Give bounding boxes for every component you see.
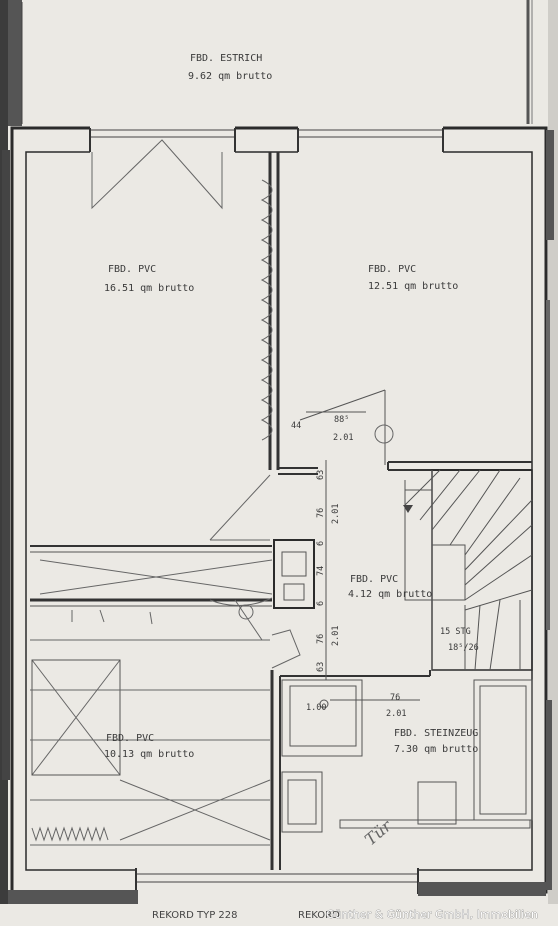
dim-v-201-b: 2.01 [331,626,341,646]
room-area-bath: 7.30 qm brutto [394,744,478,755]
bath-fixtures [281,679,533,833]
watermark-text: Günther & Günther GmbH, Immobilien [326,908,538,921]
room-name-hall: FBD. PVC [350,574,398,585]
room-area-left-lower: 10.13 qm brutto [104,749,194,760]
upper-partition [260,152,318,475]
room-area-estrich: 9.62 qm brutto [188,71,272,82]
room-name-left-lower: FBD. PVC [106,733,154,744]
window-sketch [91,139,223,210]
dim-v-76-a: 76 [316,508,326,518]
dim-v-74: 74 [316,566,326,576]
lower-walls [234,599,431,870]
dim-v-6-a: 6 [316,541,326,546]
dim-door-upper-width: 88⁵ [334,415,349,425]
dimension-lines [306,411,420,701]
dim-v-6-b: 6 [316,601,326,606]
shaft [273,539,315,609]
room-name-bath: FBD. STEINZEUG [394,728,478,739]
dim-door-upper-height: 2.01 [333,433,353,443]
room-name-left-upper: FBD. PVC [108,264,156,275]
dim-wall-44: 44 [291,421,301,431]
footer-type-label: REKORD TYP 228 [152,910,238,921]
dim-v-76-b: 76 [316,634,326,644]
dim-stairs-ratio: 18⁵/26 [448,643,479,653]
lower-left-sketch [30,609,271,846]
dim-stairs-steps: 15 STG [440,627,471,637]
estrich-area [8,0,533,126]
right-scan-edge [548,0,558,926]
room-name-estrich: FBD. ESTRICH [190,53,262,64]
dim-v-201-a: 2.01 [331,504,341,524]
room-area-right-upper: 12.51 qm brutto [368,281,458,292]
footer-type-label-2: REKORD [298,910,340,921]
dim-bath-door-width: 76 [390,693,400,703]
room-area-hall: 4.12 qm brutto [348,589,432,600]
staircase [403,469,533,671]
room-name-right-upper: FBD. PVC [368,264,416,275]
left-middle-wall [30,474,273,607]
dim-v-63-top: 63 [316,470,326,480]
room-area-left-upper: 16.51 qm brutto [104,283,194,294]
dim-v-63-bottom: 63 [316,662,326,672]
dim-value-100: 1.00 [306,703,326,713]
dim-bath-door-height: 2.01 [386,709,406,719]
